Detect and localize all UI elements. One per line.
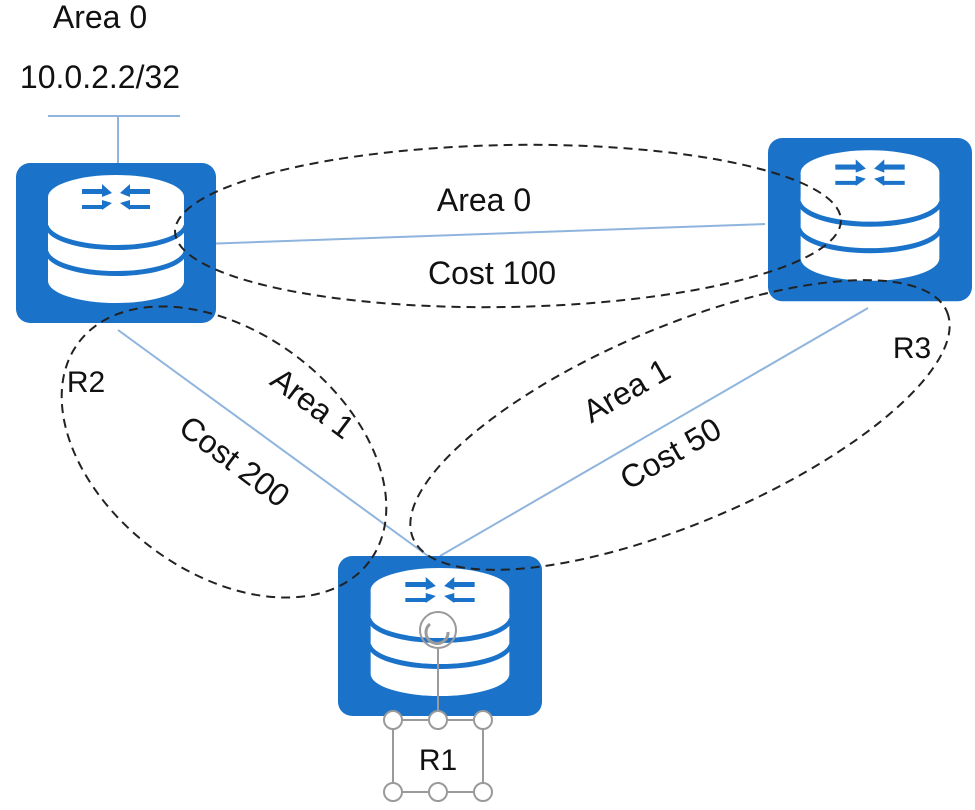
selection-handles-icon[interactable] (383, 611, 493, 802)
router-label-r3: R3 (893, 332, 931, 365)
link-r2-r1-cost-label: Cost 200 (173, 408, 297, 514)
link-r2-r3[interactable] (202, 223, 766, 245)
router-r2[interactable] (16, 163, 216, 323)
link-r2-r1-area-label: Area 1 (264, 360, 361, 445)
area-boundary-r2-r1 (60, 305, 388, 599)
router-icon (338, 556, 542, 716)
router-r3[interactable] (768, 138, 972, 301)
router-label-r1: R1 (419, 744, 457, 777)
router-label-r2: R2 (67, 366, 105, 399)
link-r3-r1[interactable] (439, 307, 869, 557)
router-icon (16, 163, 216, 323)
prefix-address-label: 10.0.2.2/32 (20, 59, 180, 95)
link-r2-r3-area-label: Area 0 (437, 182, 531, 218)
link-r3-r1-area-label: Area 1 (577, 351, 677, 429)
router-r1[interactable] (338, 556, 542, 716)
link-r2-r1[interactable] (117, 329, 429, 557)
prefix-area-label: Area 0 (53, 0, 147, 35)
router-icon (768, 138, 972, 301)
area-boundary-r3-r1 (409, 279, 951, 571)
link-r2-r3-cost-label: Cost 100 (428, 255, 556, 291)
area-boundary-r2-r3 (174, 143, 842, 309)
